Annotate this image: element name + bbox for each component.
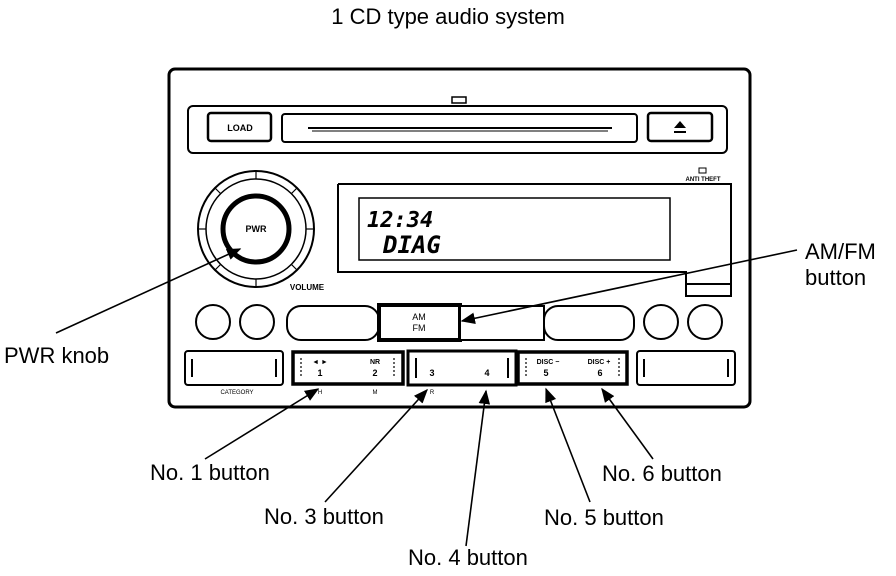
eject-icon (674, 121, 686, 133)
category-label: CATEGORY (220, 390, 253, 396)
preset-5-number[interactable]: 5 (543, 368, 548, 378)
display-text: DIAG (382, 231, 441, 259)
volume-label: VOLUME (290, 283, 325, 292)
callout-amfm-line1: AM/FM (805, 239, 876, 264)
preset-6-top-label: DISC + (588, 359, 611, 366)
callout-pwr-knob: PWR knob (4, 343, 110, 368)
category-button[interactable] (184, 350, 284, 386)
leader-no5-button (545, 387, 591, 503)
preset-3-sub-label: R (430, 390, 435, 396)
amfm-button[interactable] (377, 303, 462, 342)
preset-button-blank-right[interactable] (636, 350, 736, 386)
amfm-button-label-am: AM (412, 312, 426, 322)
round-button-right-2[interactable] (687, 304, 723, 340)
lcd-display (358, 197, 671, 261)
preset-6-number[interactable]: 6 (597, 368, 602, 378)
preset-group-5-6 (516, 350, 629, 386)
rocker-button-left[interactable] (286, 305, 380, 341)
pwr-knob[interactable] (220, 193, 292, 265)
preset-5-top-label: DISC − (537, 359, 560, 366)
slot-indicator (451, 96, 467, 104)
load-button[interactable] (206, 111, 273, 143)
anti-theft-indicator (698, 167, 707, 174)
preset-1-sub-label: H (318, 390, 322, 396)
leader-lines (55, 248, 798, 547)
round-button-left-1[interactable] (195, 304, 231, 340)
display-time: 12:34 (367, 208, 433, 233)
preset-1-number[interactable]: 1 (317, 368, 322, 378)
anti-theft-label: ANTI THEFT (686, 177, 721, 183)
callout-no3-button: No. 3 button (264, 504, 384, 529)
leader-no6-button (601, 387, 654, 460)
leader-no3-button (324, 388, 428, 503)
preset-dividers (300, 358, 620, 378)
preset-3-number[interactable]: 3 (429, 368, 434, 378)
leader-pwr-knob (55, 248, 242, 334)
preset-group-3-4 (406, 349, 518, 387)
callout-no4-button: No. 4 button (408, 545, 528, 570)
round-button-right-1[interactable] (643, 304, 679, 340)
callout-amfm-line2: button (805, 265, 867, 290)
diagram-title: 1 CD type audio system (331, 4, 565, 29)
rocker-button-right[interactable] (543, 305, 635, 341)
pwr-knob-label: PWR (246, 224, 267, 234)
preset-1-top-label: ◄ ► (312, 359, 328, 366)
callout-no1-button: No. 1 button (150, 460, 270, 485)
display-bezel-left (337, 184, 687, 284)
preset-2-number[interactable]: 2 (372, 368, 377, 378)
rocker-button-center[interactable] (459, 305, 545, 341)
preset-2-sub-label: M (373, 390, 378, 396)
leader-amfm-button (460, 249, 798, 324)
amfm-button-label-fm: FM (413, 323, 426, 333)
callout-no6-button: No. 6 button (602, 461, 722, 486)
preset-2-top-label: NR (370, 359, 380, 366)
callout-no5-button: No. 5 button (544, 505, 664, 530)
leader-no1-button (204, 388, 320, 460)
preset-group-1-2 (291, 350, 405, 386)
leader-no4-button (465, 389, 491, 547)
volume-ring-ridges (198, 171, 314, 287)
preset-4-number[interactable]: 4 (484, 368, 489, 378)
round-button-left-2[interactable] (239, 304, 275, 340)
load-button-label: LOAD (227, 123, 253, 133)
